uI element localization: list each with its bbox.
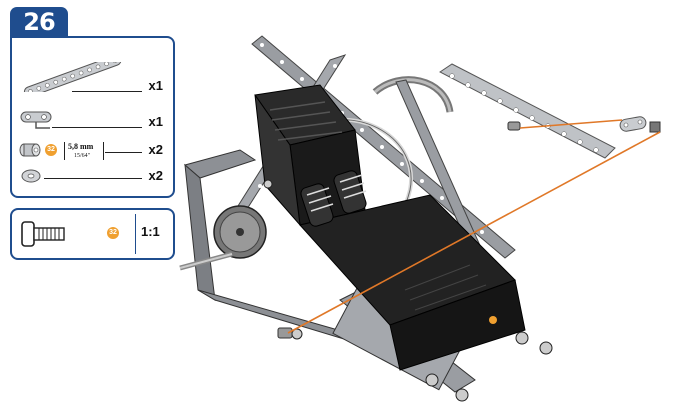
leader-line xyxy=(52,127,142,128)
step-number-badge: 26 xyxy=(10,7,68,37)
part-row-spacer: 32 5,8 mm 15/64" x2 xyxy=(12,140,173,164)
washer-icon xyxy=(21,169,41,183)
scale-reference: 32 1:1 xyxy=(10,208,175,260)
leader-line xyxy=(44,178,142,179)
part-number-badge: 32 xyxy=(107,227,119,239)
small-bracket xyxy=(619,116,647,132)
parts-list: x1 x1 32 5,8 mm 15/64" x2 xyxy=(10,36,175,198)
dimension-metric: 5,8 mm xyxy=(68,142,94,151)
part-row-bracket: x1 xyxy=(12,111,173,136)
part-number-badge: 32 xyxy=(45,144,57,156)
part-qty: x1 xyxy=(148,114,163,129)
screw-bottom xyxy=(277,327,293,339)
dimension-tick xyxy=(103,142,104,160)
dimension-tick xyxy=(64,142,65,160)
perforated-strip-icon xyxy=(23,62,122,92)
base-bolts xyxy=(263,179,553,402)
divider xyxy=(135,214,136,254)
spring-couplings xyxy=(300,170,367,227)
gear xyxy=(213,205,267,259)
assembly-guide-lines xyxy=(287,119,661,334)
part-row-washer: x2 xyxy=(12,166,173,190)
bolt-icon xyxy=(21,221,65,247)
leader-line xyxy=(72,91,142,92)
bolt-nut-right xyxy=(507,121,661,133)
spacer-icon xyxy=(19,143,41,157)
part-row-strip: x1 xyxy=(12,62,173,100)
part-qty: x2 xyxy=(148,168,163,183)
part-qty: x2 xyxy=(148,142,163,157)
part-qty: x1 xyxy=(148,78,163,93)
bracket-icon xyxy=(20,111,52,129)
dimension-imperial: 15/64" xyxy=(74,153,91,159)
scale-ratio: 1:1 xyxy=(141,224,160,239)
new-strip-part xyxy=(439,63,616,159)
leader-line xyxy=(105,152,142,153)
